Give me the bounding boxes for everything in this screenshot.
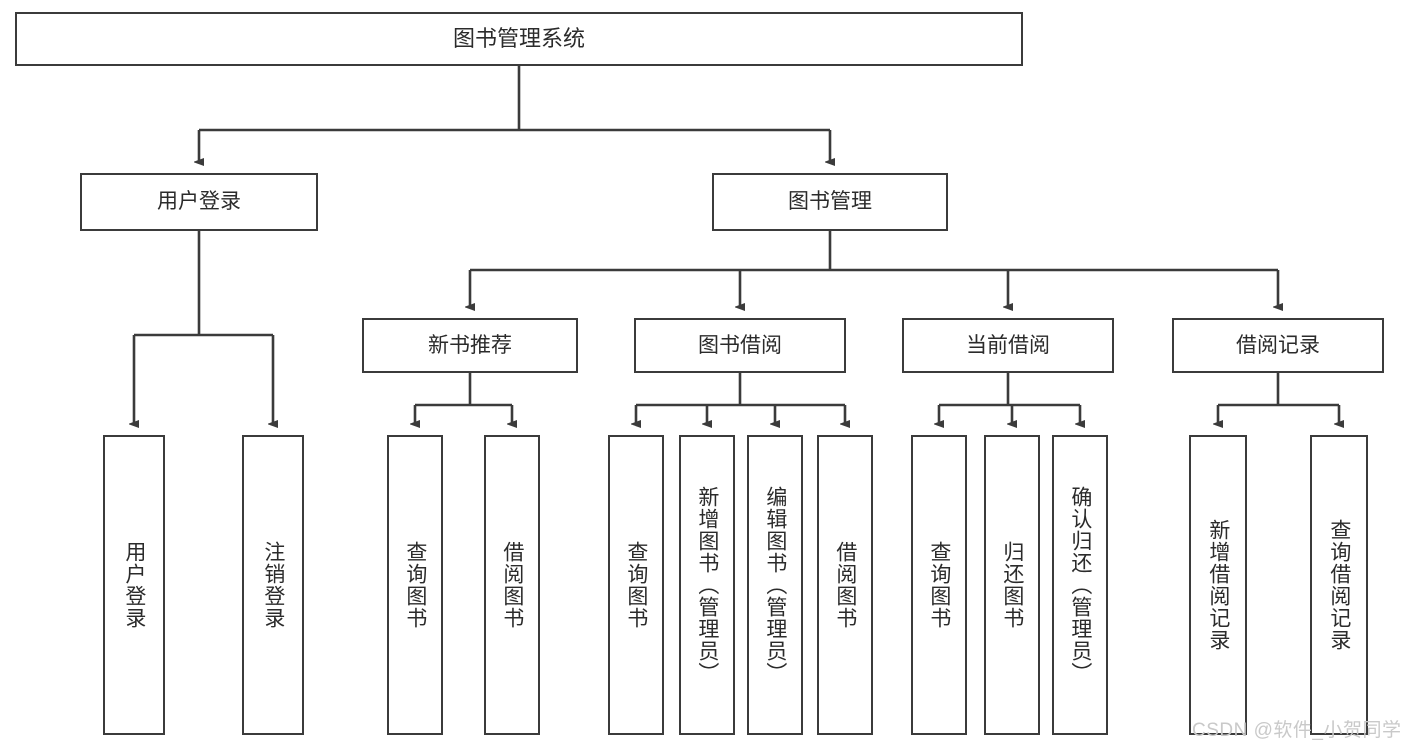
- node-user-login[interactable]: 用户登录: [80, 173, 318, 231]
- leaf-leaf-br-add[interactable]: 新增借阅记录: [1189, 435, 1247, 735]
- node-borrow-record[interactable]: 借阅记录: [1172, 318, 1384, 373]
- node-label: 用户登录: [157, 190, 241, 214]
- leaf-leaf-bb-query[interactable]: 查询图书: [608, 435, 664, 735]
- leaf-leaf-rec-borrow[interactable]: 借阅图书: [484, 435, 540, 735]
- node-current-borrow[interactable]: 当前借阅: [902, 318, 1114, 373]
- leaf-leaf-cb-confirm[interactable]: 确认归还（管理员）: [1052, 435, 1108, 735]
- node-label: 图书管理: [788, 190, 872, 214]
- node-book-borrow[interactable]: 图书借阅: [634, 318, 846, 373]
- node-label: 查询图书: [927, 541, 951, 629]
- leaf-leaf-bb-add[interactable]: 新增图书（管理员）: [679, 435, 735, 735]
- node-label: 图书管理系统: [452, 25, 585, 51]
- leaf-leaf-cb-query[interactable]: 查询图书: [911, 435, 967, 735]
- node-label: 用户登录: [122, 541, 146, 629]
- leaf-leaf-cb-return[interactable]: 归还图书: [984, 435, 1040, 735]
- node-label: 借阅图书: [500, 541, 524, 629]
- node-label: 当前借阅: [966, 333, 1050, 357]
- leaf-leaf-user-logout[interactable]: 注销登录: [242, 435, 304, 735]
- node-label: 图书借阅: [698, 333, 782, 357]
- leaf-leaf-bb-borrow[interactable]: 借阅图书: [817, 435, 873, 735]
- node-label: 归还图书: [1000, 541, 1024, 629]
- node-label: 确认归还（管理员）: [1068, 486, 1092, 684]
- node-label: 新书推荐: [428, 333, 512, 357]
- node-label: 查询借阅记录: [1327, 519, 1351, 651]
- node-label: 借阅图书: [833, 541, 857, 629]
- node-new-book-rec[interactable]: 新书推荐: [362, 318, 578, 373]
- node-label: 新增图书（管理员）: [695, 486, 719, 684]
- node-label: 注销登录: [261, 541, 285, 629]
- node-label: 借阅记录: [1236, 333, 1320, 357]
- node-book-manage[interactable]: 图书管理: [712, 173, 948, 231]
- node-label: 编辑图书（管理员）: [763, 486, 787, 684]
- node-label: 查询图书: [624, 541, 648, 629]
- node-label: 新增借阅记录: [1206, 519, 1230, 651]
- leaf-leaf-br-query[interactable]: 查询借阅记录: [1310, 435, 1368, 735]
- leaf-leaf-rec-query[interactable]: 查询图书: [387, 435, 443, 735]
- leaf-leaf-user-login[interactable]: 用户登录: [103, 435, 165, 735]
- node-root-book-management-system[interactable]: 图书管理系统: [15, 12, 1023, 66]
- leaf-leaf-bb-edit[interactable]: 编辑图书（管理员）: [747, 435, 803, 735]
- node-label: 查询图书: [403, 541, 427, 629]
